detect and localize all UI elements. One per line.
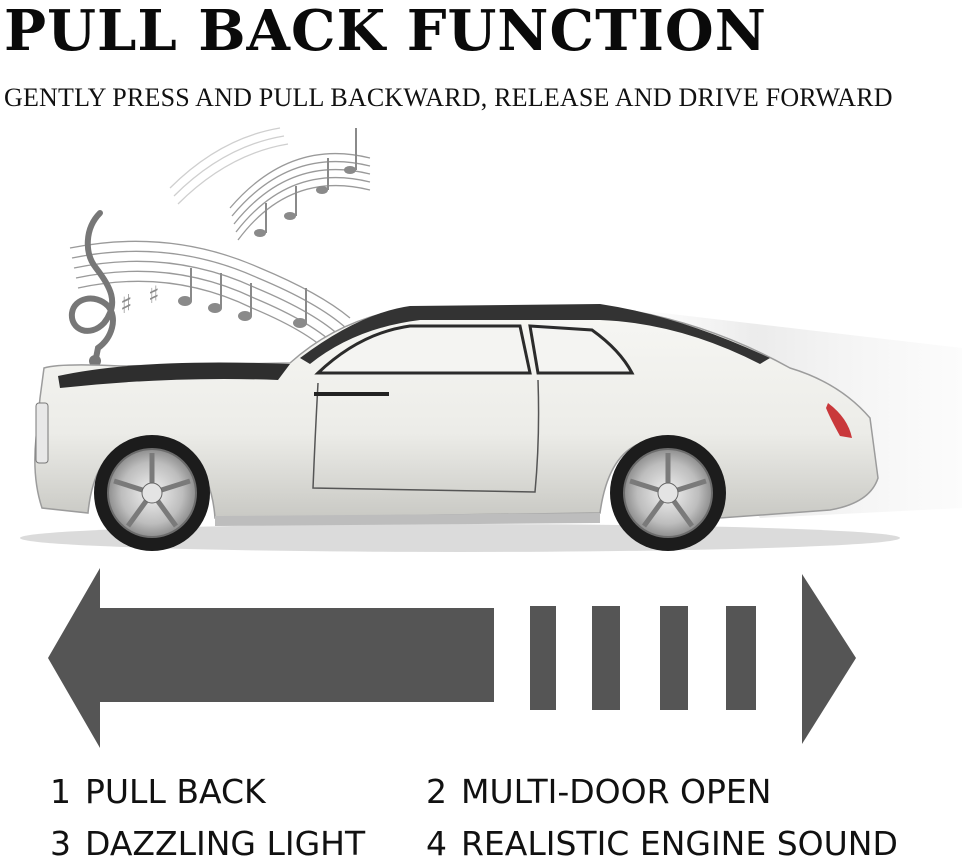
feature-label: MULTI-DOOR OPEN xyxy=(461,772,772,811)
feature-number: 1 xyxy=(50,772,71,811)
front-wheel xyxy=(94,435,210,551)
treble-clef-icon xyxy=(68,210,116,361)
page-title: PULL BACK FUNCTION xyxy=(4,0,767,64)
double-arrow-icon xyxy=(48,568,856,748)
white-coupe-car xyxy=(20,304,900,552)
feature-label: REALISTIC ENGINE SOUND xyxy=(461,824,898,863)
feature-list: 1 PULL BACK 2 MULTI-DOOR OPEN 3 DAZZLING LI… xyxy=(0,764,962,864)
feature-item-multi-door: 2 MULTI-DOOR OPEN xyxy=(426,772,771,812)
feature-label: PULL BACK xyxy=(85,772,266,811)
feature-label: DAZZLING LIGHT xyxy=(85,824,366,863)
svg-text:♯: ♯ xyxy=(148,281,160,309)
feature-item-light: 3 DAZZLING LIGHT xyxy=(50,824,365,864)
music-notes-icon xyxy=(69,127,371,359)
page-subtitle: GENTLY PRESS AND PULL BACKWARD, RELEASE … xyxy=(4,83,893,112)
svg-text:♯: ♯ xyxy=(120,290,133,320)
feature-number: 3 xyxy=(50,824,71,863)
note-heads: ♯ ♯ xyxy=(120,128,357,328)
feature-item-pull-back: 1 PULL BACK xyxy=(50,772,266,812)
feature-item-engine-sound: 4 REALISTIC ENGINE SOUND xyxy=(426,824,898,864)
feature-number: 4 xyxy=(426,824,447,863)
feature-number: 2 xyxy=(426,772,447,811)
rear-wheel xyxy=(610,435,726,551)
car-scene: ♯ ♯ xyxy=(20,127,962,552)
